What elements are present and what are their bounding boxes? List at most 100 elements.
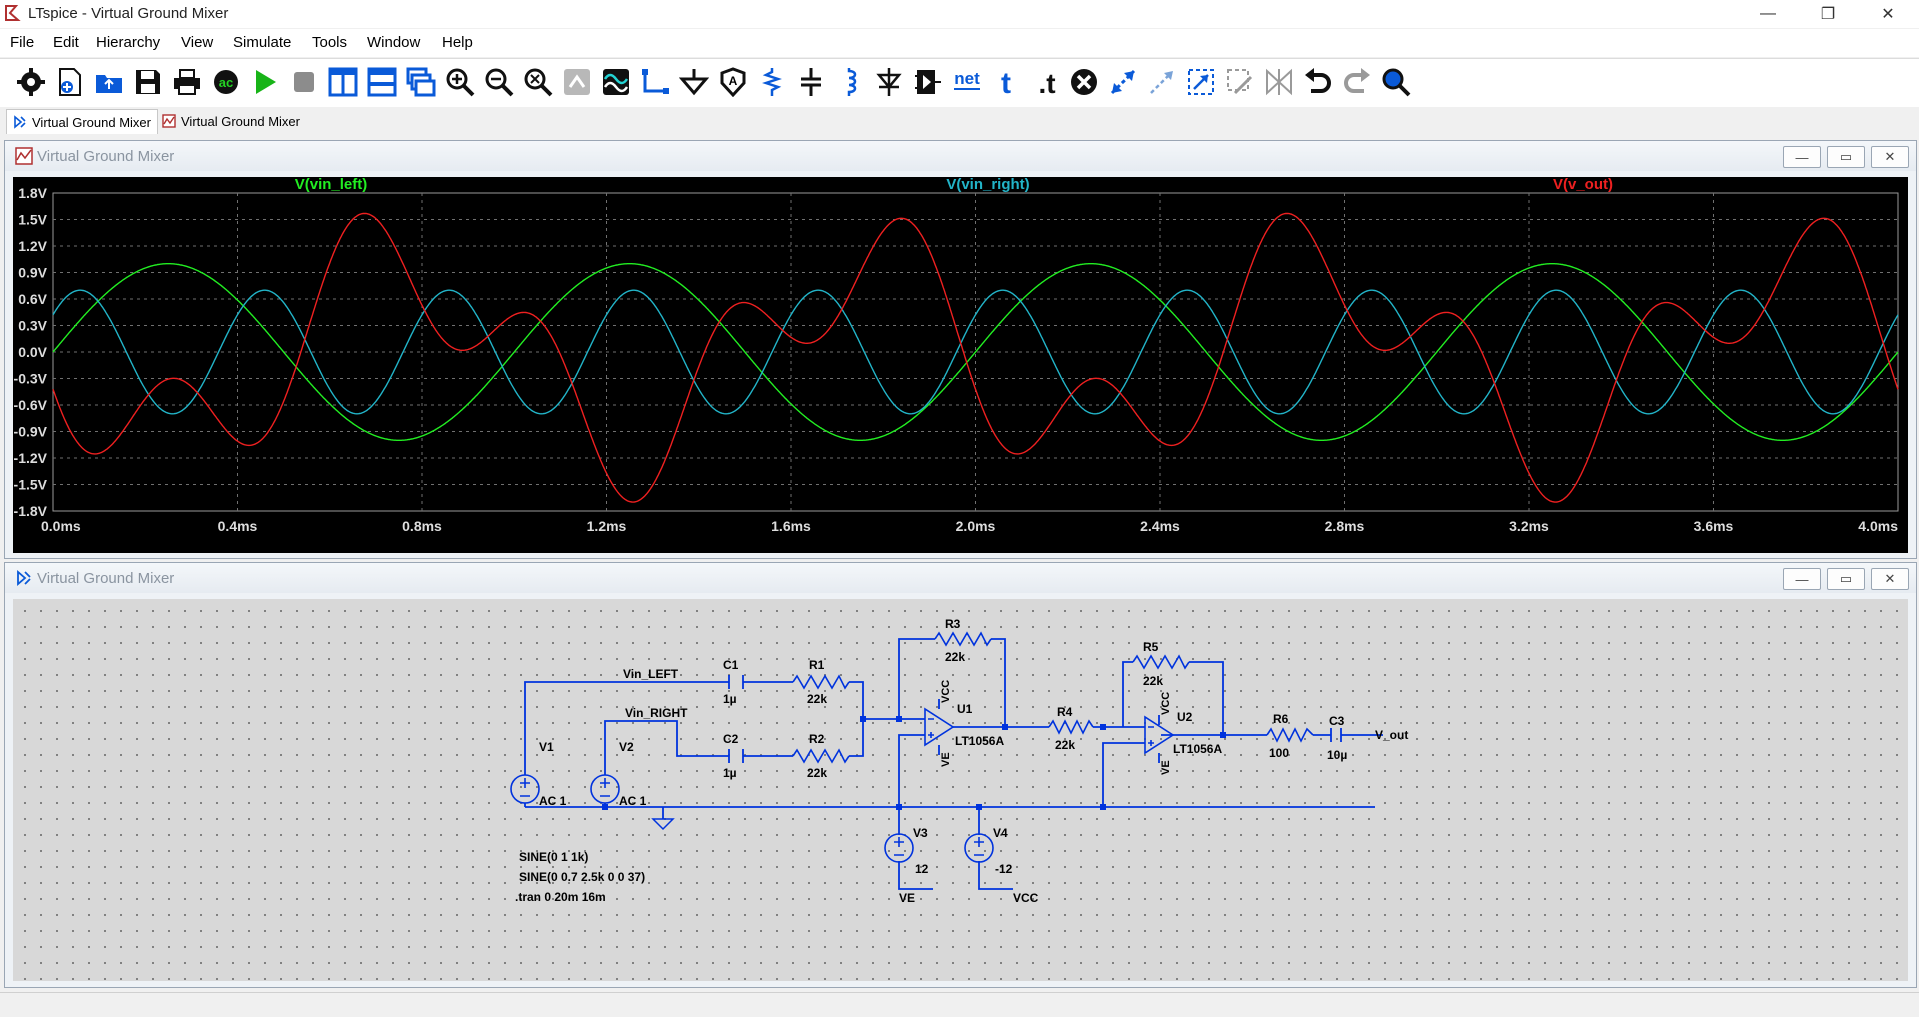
run-icon[interactable] xyxy=(248,65,282,99)
r5-ref: R5 xyxy=(1143,640,1159,654)
net-name-icon[interactable]: net xyxy=(950,65,984,99)
resistor-icon[interactable] xyxy=(755,65,789,99)
new-schematic-icon[interactable] xyxy=(53,65,87,99)
spice-directive-icon[interactable]: .t xyxy=(1028,65,1062,99)
r5-resistor-icon[interactable] xyxy=(1132,654,1190,670)
waveform-window-icon xyxy=(15,147,33,165)
tile-horizontal-icon[interactable] xyxy=(365,65,399,99)
u2-opamp-icon[interactable] xyxy=(1144,715,1175,755)
menu-window[interactable]: Window xyxy=(367,34,421,51)
y-tick-label: 0.0V xyxy=(18,344,47,360)
r6-resistor-icon[interactable] xyxy=(1266,727,1314,743)
settings-icon[interactable] xyxy=(14,65,48,99)
menu-simulate[interactable]: Simulate xyxy=(233,34,292,51)
menu-edit[interactable]: Edit xyxy=(53,34,79,51)
y-tick-label: 0.6V xyxy=(18,291,47,307)
drag-icon[interactable] xyxy=(1145,65,1179,99)
ac-sim-icon[interactable]: ac xyxy=(209,65,243,99)
print-icon[interactable] xyxy=(170,65,204,99)
schematic-maximize-button[interactable]: ▭ xyxy=(1827,568,1865,590)
r1-resistor-icon[interactable] xyxy=(792,674,850,690)
c1-capacitor-icon[interactable] xyxy=(728,675,744,689)
capacitor-icon[interactable] xyxy=(794,65,828,99)
waveform-close-button[interactable]: ✕ xyxy=(1871,146,1909,168)
c2-capacitor-icon[interactable] xyxy=(728,749,744,763)
restore-button[interactable]: ❐ xyxy=(1820,6,1836,23)
minimize-button[interactable]: — xyxy=(1760,5,1776,22)
menu-view[interactable]: View xyxy=(181,34,214,51)
v2-source-icon[interactable] xyxy=(590,774,620,804)
zoom-cancel-icon[interactable] xyxy=(560,65,594,99)
directive-tran[interactable]: .tran 0 20m 16m xyxy=(515,890,606,904)
legend-vvin_left[interactable]: V(vin_left) xyxy=(295,176,368,193)
r2-resistor-icon[interactable] xyxy=(792,748,850,764)
menu-file[interactable]: File xyxy=(10,34,35,51)
autoscale-icon[interactable] xyxy=(599,65,633,99)
u2-ref: U2 xyxy=(1177,710,1193,724)
ltspice-logo-icon xyxy=(5,5,21,21)
rotate-icon[interactable] xyxy=(1223,65,1257,99)
y-tick-label: 1.8V xyxy=(18,185,47,201)
schematic-minimize-button[interactable]: — xyxy=(1783,568,1821,590)
close-button[interactable]: ✕ xyxy=(1881,6,1895,23)
schematic-canvas[interactable]: Vin_LEFT Vin_RIGHT V_out VE VCC V1 AC 1 … xyxy=(13,599,1908,981)
duplicate-icon[interactable] xyxy=(1262,65,1296,99)
v3-source-icon[interactable] xyxy=(884,833,914,863)
net-label-icon[interactable]: A xyxy=(716,65,750,99)
text-icon[interactable]: t xyxy=(989,65,1023,99)
menu-help[interactable]: Help xyxy=(442,34,473,51)
legend-vv_out[interactable]: V(v_out) xyxy=(1553,176,1613,193)
tab-waveform[interactable]: Virtual Ground Mixer xyxy=(156,109,306,133)
r3-resistor-icon[interactable] xyxy=(934,631,992,647)
x-tick-label: 0.8ms xyxy=(402,518,442,534)
legend-vvin_right[interactable]: V(vin_right) xyxy=(946,176,1029,193)
diode-icon[interactable] xyxy=(872,65,906,99)
undo-icon[interactable] xyxy=(1301,65,1335,99)
y-tick-label: 1.5V xyxy=(18,212,47,228)
tab-schematic[interactable]: Virtual Ground Mixer xyxy=(6,109,158,134)
trace-vvin_right[interactable] xyxy=(52,289,1899,415)
zoom-in-icon[interactable] xyxy=(443,65,477,99)
schematic-drawing[interactable]: Vin_LEFT Vin_RIGHT V_out VE VCC V1 AC 1 … xyxy=(13,599,1908,981)
v1-source-icon[interactable] xyxy=(510,774,540,804)
waveform-maximize-button[interactable]: ▭ xyxy=(1827,146,1865,168)
inductor-icon[interactable] xyxy=(833,65,867,99)
zoom-out-icon[interactable] xyxy=(482,65,516,99)
menu-hierarchy[interactable]: Hierarchy xyxy=(96,34,161,51)
r4-resistor-icon[interactable] xyxy=(1048,719,1094,735)
y-tick-label: -1.2V xyxy=(14,450,48,466)
trace-vvin_left[interactable] xyxy=(52,263,1899,441)
trace-vv_out[interactable] xyxy=(52,212,1899,503)
delete-icon[interactable] xyxy=(1067,65,1101,99)
directive-v1-sine[interactable]: SINE(0 1 1k) xyxy=(519,850,588,864)
mirror-icon[interactable] xyxy=(1184,65,1218,99)
zoom-fit-icon[interactable] xyxy=(521,65,555,99)
schematic-close-button[interactable]: ✕ xyxy=(1871,568,1909,590)
c3-ref: C3 xyxy=(1329,714,1345,728)
component-icon[interactable] xyxy=(911,65,945,99)
draw-wire-icon[interactable] xyxy=(638,65,672,99)
directive-v2-sine[interactable]: SINE(0 0.7 2.5k 0 0 37) xyxy=(519,870,645,884)
v3-ref: V3 xyxy=(913,826,928,840)
menu-tools[interactable]: Tools xyxy=(312,34,348,51)
v4-source-icon[interactable] xyxy=(964,833,994,863)
save-icon[interactable] xyxy=(131,65,165,99)
move-icon[interactable] xyxy=(1106,65,1140,99)
redo-icon[interactable] xyxy=(1340,65,1374,99)
ground-icon[interactable] xyxy=(677,65,711,99)
waveform-minimize-button[interactable]: — xyxy=(1783,146,1821,168)
c3-capacitor-icon[interactable] xyxy=(1330,728,1342,742)
halt-icon[interactable] xyxy=(287,65,321,99)
open-icon[interactable] xyxy=(92,65,126,99)
r5-value: 22k xyxy=(1143,674,1163,688)
u1-vcc-pin: VCC xyxy=(940,680,952,703)
y-tick-label: -0.3V xyxy=(14,371,48,387)
v2-ref: V2 xyxy=(619,740,634,754)
cascade-icon[interactable] xyxy=(404,65,438,99)
junctions xyxy=(602,716,1226,810)
u1-opamp-icon[interactable] xyxy=(924,707,955,747)
waveform-chart[interactable]: 1.8V1.5V1.2V0.9V0.6V0.3V0.0V-0.3V-0.6V-0… xyxy=(13,176,1908,553)
find-icon[interactable] xyxy=(1379,65,1413,99)
tile-vertical-icon[interactable] xyxy=(326,65,360,99)
